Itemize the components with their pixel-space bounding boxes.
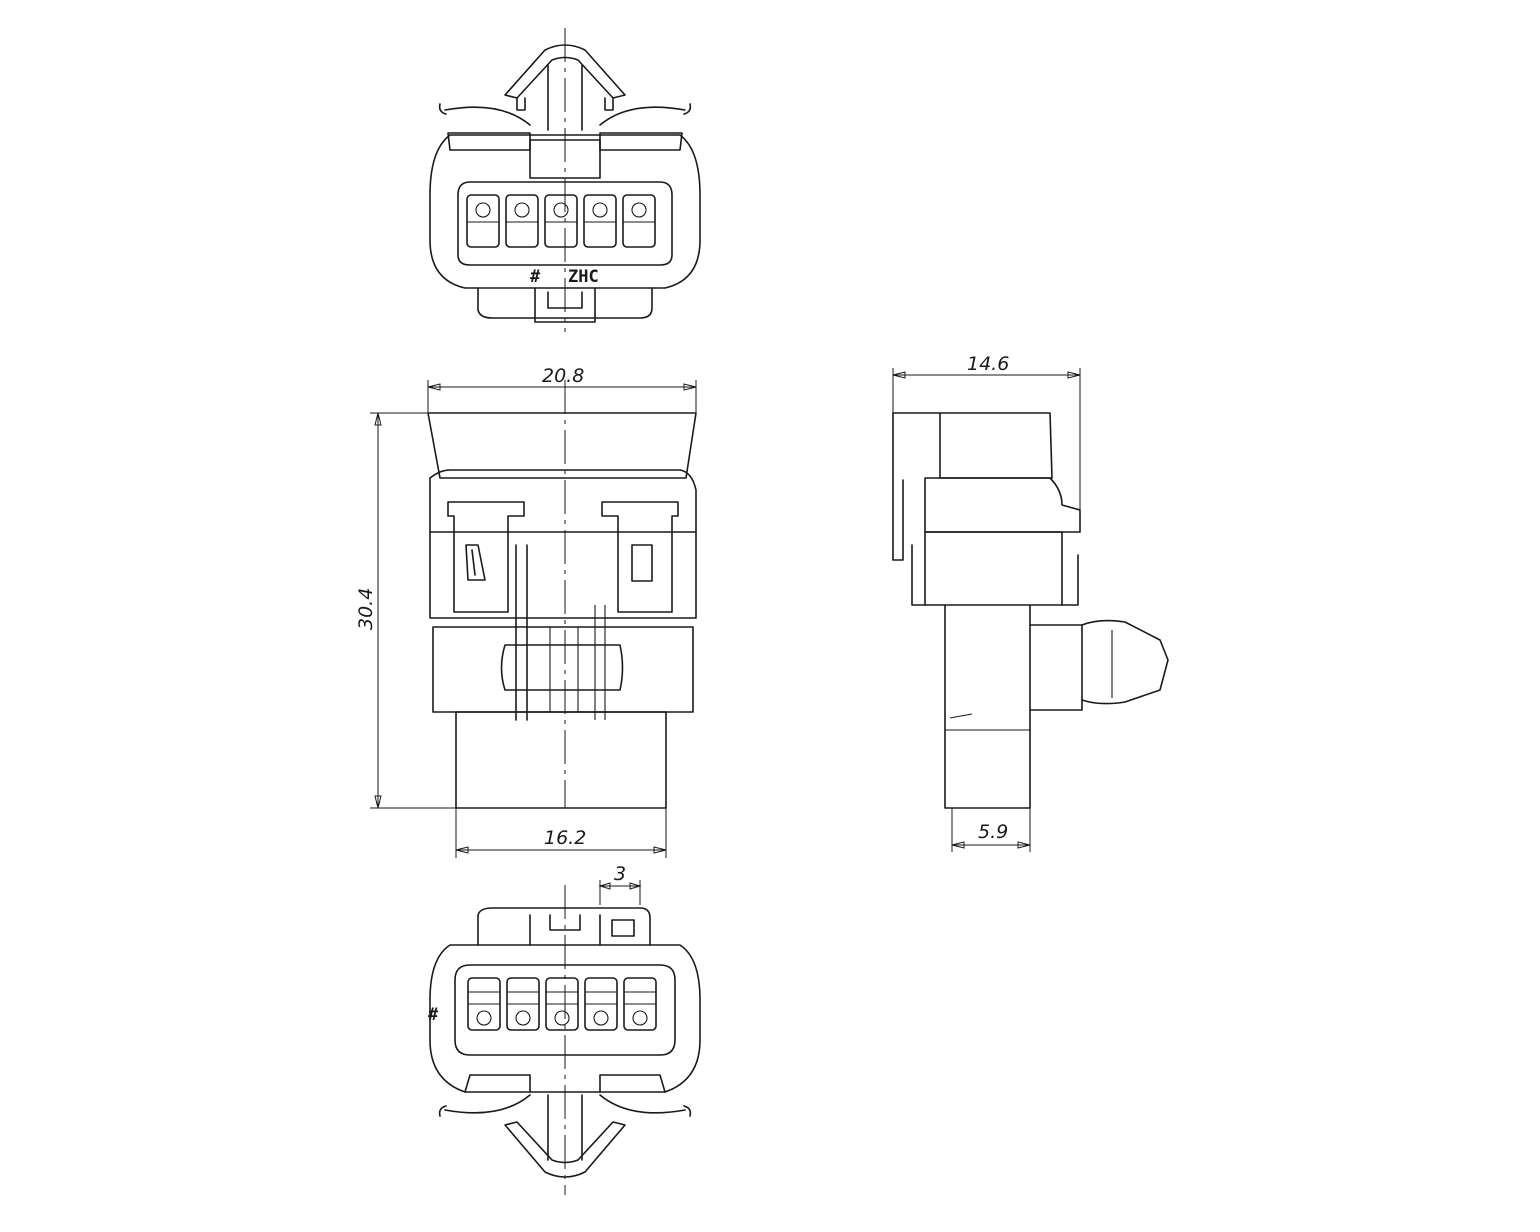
- dim-label-pitch: 3: [614, 863, 626, 885]
- top-view-marking: ZHC: [568, 267, 599, 287]
- top-terminals: [466, 194, 656, 248]
- dim-label-front-bottom-width: 16.2: [544, 827, 586, 849]
- dim-label-front-width: 20.8: [542, 365, 584, 387]
- dim-label-side-bottom-width: 5.9: [978, 821, 1008, 843]
- bottom-view-symbol: #: [428, 1005, 439, 1025]
- front-view: [427, 380, 697, 809]
- bottom-terminals: [467, 977, 657, 1031]
- top-view: ZHC #: [429, 28, 701, 332]
- side-view: [892, 412, 1169, 809]
- bottom-view: #: [428, 885, 701, 1195]
- dim-label-front-height: 30.4: [355, 588, 377, 630]
- dimension-lines: [370, 368, 1081, 905]
- top-view-symbol: #: [530, 267, 541, 287]
- dim-label-side-width: 14.6: [967, 353, 1009, 375]
- dimension-labels: 20.8 30.4 16.2 14.6 5.9 3: [355, 353, 1009, 885]
